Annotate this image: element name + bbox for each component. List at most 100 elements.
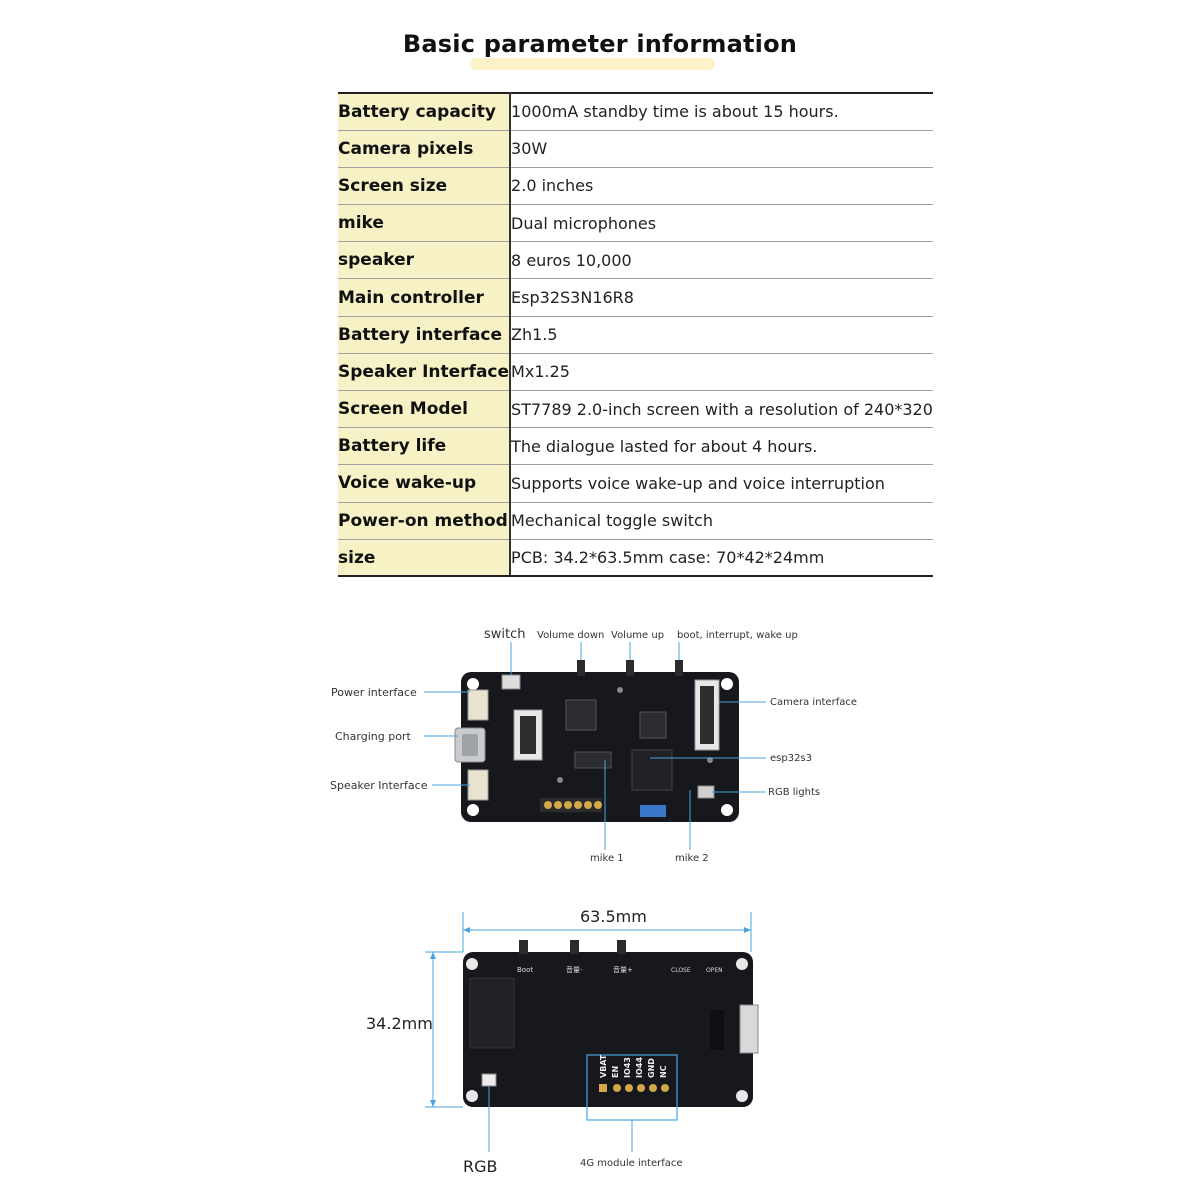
back-left-module: [469, 977, 515, 1049]
label-power-interface: Power interface: [331, 686, 417, 699]
boot-button: [675, 660, 683, 676]
mount-hole: [736, 1090, 748, 1102]
volume-up-button: [626, 660, 634, 676]
label-mike2: mike 2: [675, 853, 709, 864]
module-pin-label: NC: [659, 1065, 668, 1078]
dim-arrow: [463, 927, 470, 933]
label-charging-port: Charging port: [335, 730, 411, 743]
back-right-connector: [739, 1004, 759, 1054]
rgb-label: RGB: [463, 1157, 498, 1176]
back-pcb: [463, 952, 753, 1107]
silk-boot: Boot: [517, 966, 533, 974]
mount-hole: [721, 804, 733, 816]
silk-close: CLOSE: [671, 967, 691, 974]
param-value: Mechanical toggle switch: [510, 501, 933, 540]
param-key: Battery life: [338, 427, 512, 465]
param-key: Speaker Interface: [338, 352, 512, 391]
label-volume-down: Volume down: [537, 630, 604, 641]
param-value: ST7789 2.0-inch screen with a resolution…: [510, 389, 933, 428]
front-board: [454, 660, 739, 822]
mount-hole: [467, 678, 479, 690]
blue-component: [640, 805, 666, 817]
module-pin-label: IO44: [635, 1057, 644, 1078]
mount-hole: [736, 958, 748, 970]
title-highlight: [470, 58, 715, 70]
param-value: 8 euros 10,000: [510, 241, 933, 279]
label-volume-up: Volume up: [611, 630, 664, 641]
param-value: 2.0 inches: [510, 166, 933, 205]
usb-c-inner: [462, 734, 478, 756]
param-key: Battery capacity: [338, 91, 512, 131]
height-dimension-label: 34.2mm: [366, 1014, 433, 1033]
silk-vol-up: 音量+: [613, 965, 633, 974]
param-value: Dual microphones: [510, 204, 933, 242]
label-rgb-lights: RGB lights: [768, 787, 820, 798]
param-value: The dialogue lasted for about 4 hours.: [510, 427, 933, 465]
param-value: PCB: 34.2*63.5mm case: 70*42*24mm: [510, 538, 933, 578]
power-connector: [467, 689, 489, 721]
param-value: 1000mA standby time is about 15 hours.: [510, 91, 933, 131]
param-value: Zh1.5: [510, 315, 933, 354]
pin-header: [540, 798, 602, 812]
param-value: Mx1.25: [510, 352, 933, 391]
pad: [617, 687, 623, 693]
mount-hole: [466, 958, 478, 970]
chip: [574, 751, 612, 769]
title-wrap: Basic parameter information: [0, 28, 1200, 60]
screen-fpc-slot: [520, 716, 536, 754]
toggle-switch: [501, 674, 521, 690]
width-dimension-label: 63.5mm: [580, 907, 647, 926]
mount-hole: [467, 804, 479, 816]
dim-arrow: [430, 952, 436, 959]
param-key: Battery interface: [338, 315, 512, 354]
param-value: Esp32S3N16R8: [510, 278, 933, 317]
back-boot-button: [519, 940, 528, 954]
module-pin-label: EN: [611, 1066, 620, 1078]
label-camera-interface: Camera interface: [770, 697, 857, 708]
volume-down-button: [577, 660, 585, 676]
param-key: Power-on method: [338, 501, 512, 540]
pad: [557, 777, 563, 783]
module-interface-label: 4G module interface: [580, 1158, 683, 1169]
speaker-connector: [467, 769, 489, 801]
module-pin-label: VBAT: [599, 1054, 608, 1078]
dim-arrow: [744, 927, 751, 933]
dimension-lines: [425, 912, 752, 1152]
back-vol-up-button: [617, 940, 626, 954]
camera-fpc-slot: [700, 686, 714, 744]
module-pads: [599, 1084, 669, 1092]
label-switch: switch: [484, 627, 526, 642]
page-title: Basic parameter information: [402, 30, 798, 58]
param-key: Screen size: [338, 166, 512, 205]
param-key: speaker: [338, 241, 512, 279]
param-key: size: [338, 538, 512, 578]
param-key: Camera pixels: [338, 129, 512, 168]
module-pin-label: GND: [647, 1058, 656, 1078]
dim-arrow: [430, 1100, 436, 1107]
back-vol-down-button: [570, 940, 579, 954]
label-esp32s3: esp32s3: [770, 753, 812, 764]
param-key: Main controller: [338, 278, 512, 317]
silk-open: OPEN: [706, 967, 723, 974]
label-speaker-interface: Speaker Interface: [330, 779, 428, 792]
back-right-slot: [710, 1010, 724, 1050]
chip: [639, 711, 667, 739]
rgb-led: [697, 785, 715, 799]
label-mike1: mike 1: [590, 853, 624, 864]
back-rgb-led: [481, 1073, 497, 1087]
front-callout-lines: [424, 642, 766, 850]
